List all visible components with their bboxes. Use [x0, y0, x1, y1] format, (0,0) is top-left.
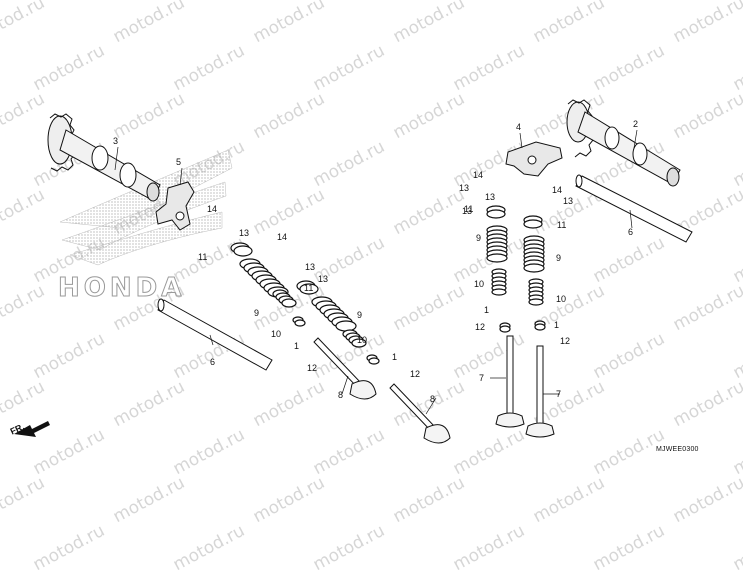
honda-wing-logo: HONDA	[58, 149, 233, 304]
callout-7: 7	[556, 389, 561, 399]
front-direction-arrow-icon	[14, 421, 50, 437]
spring-retainer	[233, 245, 253, 257]
callout-6: 6	[210, 357, 215, 367]
valve-spring-inner	[351, 338, 367, 348]
valve-right-b	[525, 345, 555, 438]
callout-9: 9	[254, 308, 259, 318]
rocker-shaft-left	[157, 298, 273, 371]
valve-left-b	[389, 383, 451, 444]
callout-3: 3	[113, 136, 118, 146]
valve-right-a	[495, 335, 525, 428]
valve-spring-outer	[335, 320, 357, 332]
callout-6: 6	[628, 227, 633, 237]
diagram-code: MJWEE0300	[656, 446, 699, 453]
callout-11: 11	[464, 204, 473, 214]
callout-10: 10	[271, 329, 281, 339]
callout-13: 13	[563, 196, 573, 206]
callout-10: 10	[556, 294, 566, 304]
valve-stem-seal	[499, 325, 511, 333]
callout-12: 12	[307, 363, 317, 373]
callout-1: 1	[554, 320, 559, 330]
valve-stem-seal	[368, 357, 380, 365]
spring-retainer	[523, 219, 543, 229]
callout-10: 10	[474, 279, 484, 289]
callout-1: 1	[484, 305, 489, 315]
valve-spring-inner	[491, 288, 507, 296]
spring-retainer	[486, 209, 506, 219]
callout-10: 10	[357, 335, 367, 345]
valve-spring-inner	[281, 298, 297, 308]
callout-1: 1	[392, 352, 397, 362]
callout-12: 12	[560, 336, 570, 346]
callout-11: 11	[557, 220, 566, 230]
callout-12: 12	[475, 322, 485, 332]
valve-spring-stacks	[230, 205, 546, 365]
rocker-arm-left	[155, 181, 195, 231]
callout-9: 9	[476, 233, 481, 243]
valve-left-a	[313, 337, 377, 400]
callout-14: 14	[277, 232, 287, 242]
valve-stem-seal	[534, 323, 546, 331]
callout-13: 13	[305, 262, 315, 272]
callout-13: 13	[459, 183, 469, 193]
honda-logo-text: HONDA	[58, 273, 185, 303]
callout-7: 7	[479, 373, 484, 383]
callout-13: 13	[485, 192, 495, 202]
valve-stem-seal	[294, 319, 306, 327]
callout-14: 14	[473, 170, 483, 180]
callout-14: 14	[207, 204, 217, 214]
callout-1: 1	[294, 341, 299, 351]
callout-14: 14	[552, 185, 562, 195]
callout-13: 13	[462, 206, 472, 216]
callout-11: 11	[198, 252, 207, 262]
callout-leader-lines	[114, 129, 638, 415]
callout-11: 11	[304, 283, 313, 293]
callout-9: 9	[556, 253, 561, 263]
spring-retainer	[299, 283, 319, 295]
rocker-arm-right	[505, 141, 563, 177]
callout-8: 8	[338, 390, 343, 400]
valve-spring-outer	[523, 263, 545, 273]
valve-spring-outer	[486, 253, 508, 263]
rocker-shaft-right	[575, 174, 693, 243]
callout-9: 9	[357, 310, 362, 320]
callout-13: 13	[239, 228, 249, 238]
exploded-parts-diagram: HONDA	[14, 99, 693, 444]
camshaft-right	[566, 99, 681, 187]
callout-5: 5	[176, 157, 181, 167]
callout-8: 8	[430, 394, 435, 404]
callout-4: 4	[516, 122, 521, 132]
callout-2: 2	[633, 119, 638, 129]
callout-13: 13	[318, 274, 328, 284]
callout-12: 12	[410, 369, 420, 379]
valve-spring-inner	[528, 298, 544, 306]
camshaft-left	[47, 113, 161, 202]
